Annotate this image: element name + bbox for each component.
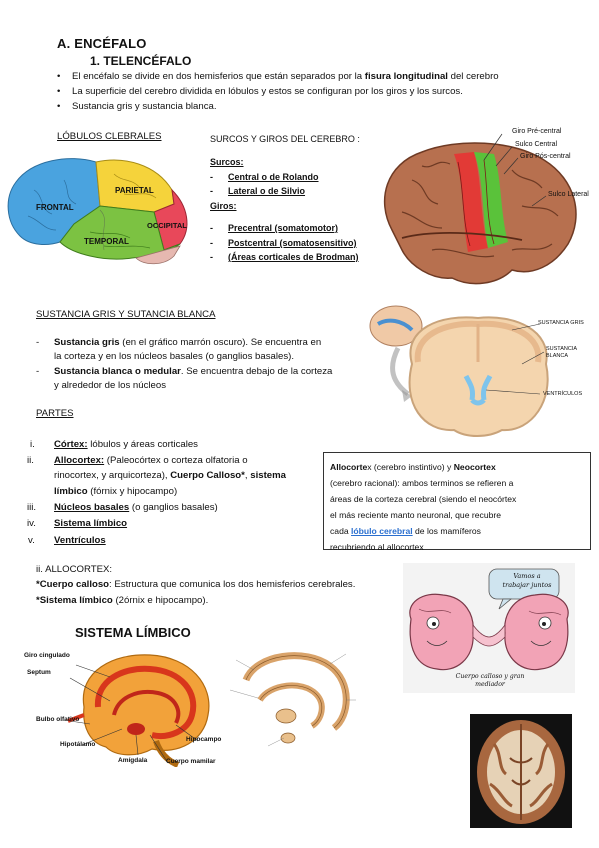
allocortex-line-2: *Sistema límbico (2órnix e hipocampo). — [36, 595, 209, 606]
left-hemisphere-cartoon — [409, 593, 474, 671]
label-giro-pre: Giro Pré-central — [512, 128, 562, 135]
giros-label: Giros: — [210, 201, 237, 211]
precentral-gyrus — [454, 152, 488, 252]
section-heading: A. ENCÉFALO — [57, 36, 147, 51]
giro-item-3: -(Áreas corticales de Brodman) — [210, 252, 359, 262]
label-giro-pos: Giro Pós-central — [520, 153, 571, 160]
partes-item-5: Ventrículos — [54, 535, 106, 546]
partes-numeral-5: v. — [28, 535, 35, 546]
label-amigdala: Amígdala — [118, 757, 148, 764]
label-bulbo-olfativo: Bulbo olfativo — [36, 716, 80, 723]
limbico-title: SISTEMA LÍMBICO — [75, 625, 191, 640]
fornix-drawing — [229, 652, 356, 747]
surco-item-1: -Central o de Rolando — [210, 172, 319, 182]
partes-item-2-line2: rinocortex, y arquicorteza), Cuerpo Call… — [54, 470, 286, 481]
label-parietal: PARIETAL — [115, 186, 154, 195]
white-matter — [408, 316, 549, 437]
label-sustancia-blanca-2: BLANCA — [546, 353, 569, 359]
sustancia-item-2-line2: y alrededor de los núcleos — [54, 380, 166, 391]
allocortex-note-box: Allocortex (cerebro instintivo) y Neocor… — [323, 452, 591, 552]
limbic-system-diagram — [67, 654, 210, 767]
intro-bullet-3: •Sustancia gris y sustancia blanca. — [57, 101, 217, 112]
partes-item-2: Allocortex: (Paleocórtex o corteza olfat… — [54, 455, 248, 466]
note-text: Allocortex (cerebro instintivo) y Neocor… — [330, 462, 517, 552]
coronal-section-diagram — [369, 305, 549, 437]
surcos-label: Surcos: — [210, 157, 244, 167]
right-hemisphere-cartoon — [504, 593, 569, 671]
label-giro-cingulado: Giro cingulado — [24, 652, 70, 659]
frontal-lobe — [7, 158, 101, 245]
giro-item-1: -Precentral (somatomotor) — [210, 223, 339, 233]
giro-item-2: -Postcentral (somatosensitivo) — [210, 238, 357, 248]
partes-numeral-1: i. — [30, 439, 35, 450]
allocortex-title: ii. ALLOCORTEX: — [36, 564, 113, 575]
label-sustancia-gris: SUSTANCIA GRIS — [538, 320, 584, 326]
surco-item-2: -Lateral o de Silvio — [210, 186, 306, 196]
intro-bullet-1: •El encéfalo se divide en dos hemisferio… — [57, 71, 499, 82]
lobes-brain-diagram — [7, 158, 188, 265]
lobulos-title: LÓBULOS CLEBRALES — [57, 131, 162, 142]
partes-item-1: Córtex: lóbulos y áreas corticales — [54, 439, 198, 450]
label-hipotalamo: Hipotálamo — [60, 741, 96, 748]
allocortex-line-1: *Cuerpo calloso: Estructura que comunica… — [36, 579, 356, 590]
partes-numeral-2: ii. — [27, 455, 34, 466]
label-ventriculos: VENTRÍCULOS — [543, 391, 583, 397]
partes-item-2-line3: límbico (fórnix y hipocampo) — [54, 486, 178, 497]
partes-numeral-4: iv. — [27, 518, 36, 529]
label-sustancia-blanca-1: SUSTANCIA — [546, 346, 578, 352]
cingulate-gyrus — [94, 665, 197, 739]
lobulo-cerebral-link[interactable]: lóbulo cerebral — [351, 526, 413, 536]
subsection-heading: 1. TELENCÉFALO — [90, 54, 192, 68]
cerebellum — [135, 245, 181, 265]
partes-numeral-3: iii. — [27, 502, 37, 513]
sustancia-item-2: -Sustancia blanca o medular. Se encuentr… — [36, 366, 333, 377]
label-cuerpo-mamilar: Cuerpo mamilar — [166, 758, 216, 765]
sustancia-item-1: -Sustancia gris (en el gráfico marrón os… — [36, 337, 322, 348]
ventricles — [463, 374, 493, 406]
amygdala-shape — [127, 723, 145, 735]
label-sulco-central: Sulco Central — [515, 141, 558, 148]
cartoon-drawing — [409, 568, 569, 671]
partes-title: PARTES — [36, 408, 74, 419]
label-hipocampo: Hipocampo — [186, 736, 222, 743]
brain-section-photo — [470, 714, 572, 828]
surcos-title: SURCOS Y GIROS DEL CEREBRO : — [210, 134, 360, 144]
label-septum: Septum — [27, 669, 51, 676]
label-occipital: OCCIPITAL — [147, 221, 187, 230]
postcentral-gyrus — [474, 152, 508, 248]
partes-item-4: Sistema límbico — [54, 518, 128, 529]
partes-item-3: Núcleos basales (o ganglios basales) — [54, 502, 218, 513]
label-temporal: TEMPORAL — [84, 237, 129, 246]
intro-bullet-2: •La superficie del cerebro dividida en l… — [57, 86, 463, 97]
label-sulco-lateral: Sulco Lateral — [548, 191, 589, 198]
sustancia-item-1-line2: la corteza y en los núcleos basales (o g… — [54, 351, 294, 362]
label-frontal: FRONTAL — [36, 203, 74, 212]
sustancia-title: SUSTANCIA GRIS Y SUTANCIA BLANCA — [36, 309, 216, 320]
gyri-brain-image — [383, 133, 577, 285]
